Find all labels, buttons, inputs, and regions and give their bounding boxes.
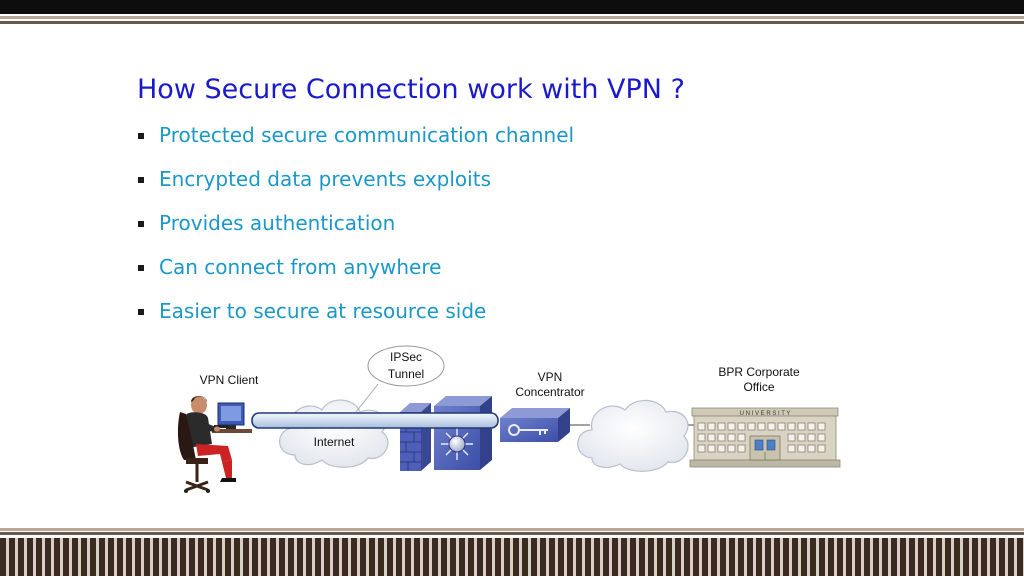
key-icon	[508, 424, 548, 436]
slide-title: How Secure Connection work with VPN ?	[137, 74, 685, 105]
bullet-square-icon	[138, 177, 144, 183]
office-building-icon	[689, 407, 841, 468]
bullet-item: Protected secure communication channel	[138, 120, 574, 164]
bullet-square-icon	[138, 221, 144, 227]
ipsec-label-line1: IPSec	[390, 350, 422, 364]
top-border-stripe	[0, 21, 1024, 24]
top-border-bar	[0, 0, 1024, 14]
vpn-tunnel	[251, 412, 499, 429]
bullet-item: Provides authentication	[138, 208, 574, 252]
network-cloud-icon	[577, 399, 689, 472]
top-border-stripe	[0, 16, 1024, 19]
bullet-square-icon	[138, 133, 144, 139]
internet-cloud-icon	[279, 399, 389, 468]
bullet-text: Protected secure communication channel	[159, 123, 575, 147]
university-sign: U N I V E R S I T Y	[740, 411, 791, 417]
office-label-line2: Office	[743, 380, 774, 394]
ipsec-label-line2: Tunnel	[388, 367, 424, 381]
bullet-item: Easier to secure at resource side	[138, 296, 574, 340]
switch-icon	[434, 396, 492, 470]
internet-label: Internet	[314, 435, 355, 449]
concentrator-label-line1: VPN	[538, 370, 563, 384]
bullet-text: Encrypted data prevents exploits	[159, 167, 491, 191]
concentrator-label-line2: Concentrator	[515, 385, 584, 399]
bullet-square-icon	[138, 309, 144, 315]
bottom-border-bars	[0, 538, 1024, 576]
ipsec-callout	[355, 345, 445, 413]
bottom-border-stripe	[0, 528, 1024, 531]
bullet-text: Provides authentication	[159, 211, 396, 235]
bullet-text: Can connect from anywhere	[159, 255, 442, 279]
bullet-text: Easier to secure at resource side	[159, 299, 487, 323]
bottom-border-stripe	[0, 532, 1024, 535]
vpn-concentrator-icon	[500, 408, 570, 442]
bullet-list: Protected secure communication channel E…	[138, 120, 574, 340]
office-label-line1: BPR Corporate	[718, 365, 800, 379]
vpn-client-label: VPN Client	[200, 373, 259, 387]
bullet-item: Can connect from anywhere	[138, 252, 574, 296]
vpn-client-user-icon	[177, 396, 252, 493]
bullet-square-icon	[138, 265, 144, 271]
bullet-item: Encrypted data prevents exploits	[138, 164, 574, 208]
